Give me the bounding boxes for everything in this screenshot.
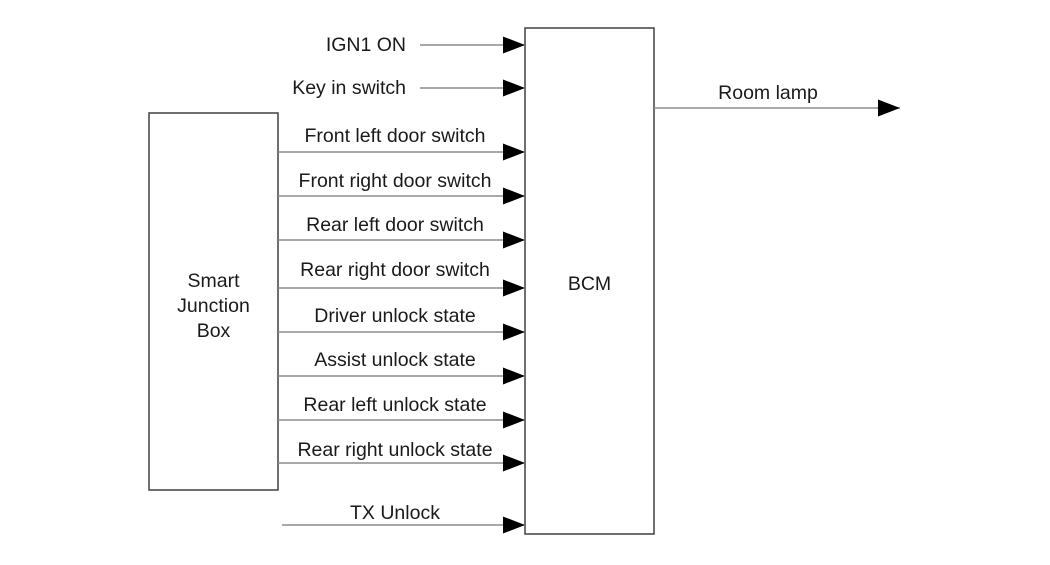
arrow-head-icon [878,99,900,117]
signal-label: Rear right unlock state [297,439,492,461]
signal-label: Rear right door switch [300,259,490,281]
bcm-block [524,27,655,535]
input-signal: Driver unlock state [278,305,525,341]
input-signal: Rear left unlock state [278,394,525,429]
smart-junction-box-label-line-3: Box [197,320,231,342]
input-signal: Rear right door switch [278,259,525,297]
output-signals-group: Room lamp [654,82,900,117]
smart-junction-box-label-line-2: Junction [177,295,250,317]
arrow-head-icon [503,143,525,161]
arrow-head-icon [503,516,525,534]
input-signal: IGN1 ON [326,34,525,56]
arrow-head-icon [503,231,525,249]
arrow-head-icon [503,279,525,297]
signal-label: Rear left unlock state [303,394,486,416]
signal-label: Driver unlock state [314,305,475,327]
signal-label: TX Unlock [350,502,440,524]
arrow-head-icon [503,79,525,97]
bcm-label: BCM [568,273,611,295]
input-signal: Front left door switch [278,125,525,161]
signal-label: Rear left door switch [306,214,484,236]
smart-junction-box-label-line-1: Smart [187,270,240,292]
smart-junction-box-block [148,112,279,491]
arrow-head-icon [503,36,525,54]
input-signal: Front right door switch [278,170,525,205]
input-signal: Key in switch [292,77,525,99]
signal-label: Room lamp [718,82,818,104]
signal-label: Front right door switch [299,170,492,192]
arrow-head-icon [503,454,525,472]
signal-label: IGN1 ON [326,34,406,56]
signal-label: Front left door switch [305,125,486,147]
input-signal: Rear left door switch [278,214,525,249]
signal-label: Assist unlock state [314,349,475,371]
arrow-head-icon [503,367,525,385]
input-signal: Assist unlock state [278,349,525,385]
arrow-head-icon [503,411,525,429]
output-signal: Room lamp [654,82,900,117]
arrow-head-icon [503,323,525,341]
signal-label: Key in switch [292,77,406,99]
arrow-head-icon [503,187,525,205]
input-signal: Rear right unlock state [278,439,525,472]
input-signal: TX Unlock [282,502,525,534]
